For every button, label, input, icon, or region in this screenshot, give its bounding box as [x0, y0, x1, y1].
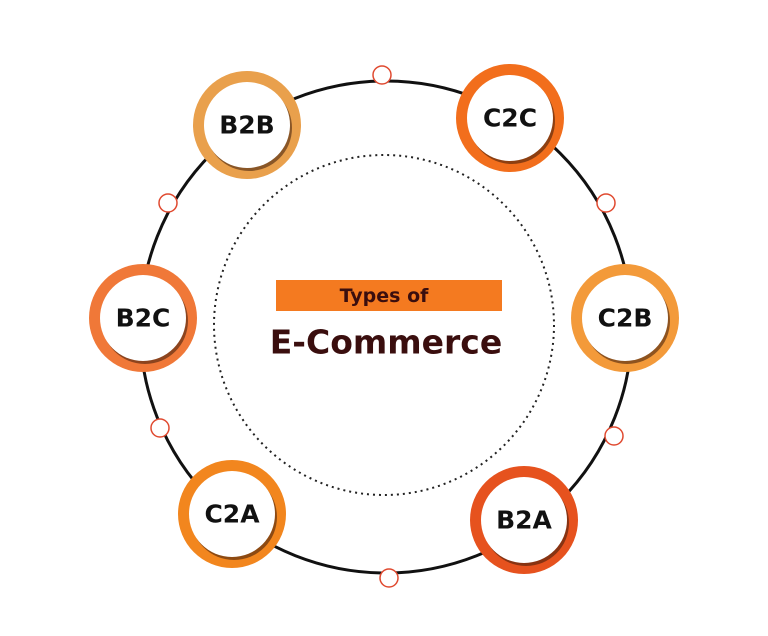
connector-dot: [372, 65, 392, 85]
main-title: E-Commerce: [270, 323, 503, 362]
subtitle: Types of: [340, 285, 430, 307]
node-c2b: C2B: [571, 264, 679, 372]
node-label: B2B: [219, 111, 275, 140]
node-label: B2A: [496, 506, 552, 535]
node-label: C2B: [598, 304, 653, 333]
connector-dot: [604, 426, 624, 446]
connector-dot: [596, 193, 616, 213]
node-label: C2A: [204, 500, 260, 529]
connector-dot: [150, 418, 170, 438]
node-b2c: B2C: [89, 264, 197, 372]
node-b2b: B2B: [193, 71, 301, 179]
subtitle-banner: [276, 280, 502, 311]
node-c2a: C2A: [178, 460, 286, 568]
node-label: C2C: [483, 104, 537, 133]
inner-dotted-ring: [213, 154, 555, 496]
node-c2c: C2C: [456, 64, 564, 172]
node-label: B2C: [116, 304, 171, 333]
connector-dot: [379, 568, 399, 588]
connector-dot: [158, 193, 178, 213]
node-b2a: B2A: [470, 466, 578, 574]
